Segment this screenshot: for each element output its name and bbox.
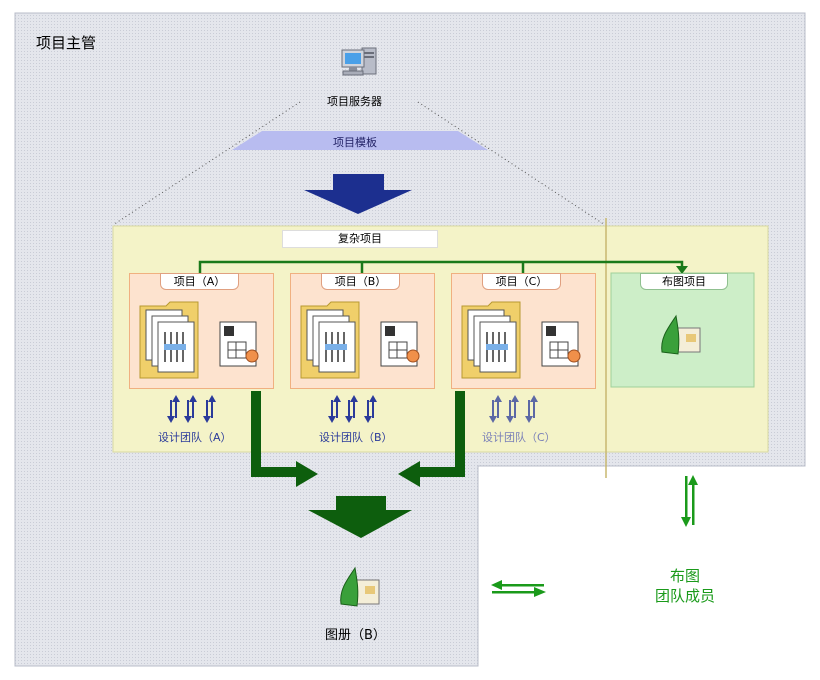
server-label: 项目服务器 (327, 95, 382, 108)
project-b-tab: 项目（B） (321, 273, 400, 290)
sheetset-label: 图册（B） (325, 628, 386, 643)
folder-icon (461, 301, 521, 379)
layout-project-tab: 布图项目 (640, 273, 728, 290)
folder-icon (139, 301, 199, 379)
sheet-icon (219, 321, 259, 367)
sheet-icon (380, 321, 420, 367)
layout-team-label: 布图 团队成员 (630, 566, 740, 606)
layout-team-line2: 团队成员 (654, 587, 715, 605)
manager-title: 项目主管 (36, 34, 97, 52)
server-icon (341, 47, 377, 76)
folder-icon (300, 301, 360, 379)
template-label: 项目模板 (333, 136, 377, 149)
sheetset-icon (340, 566, 380, 607)
sheetset-icon (661, 314, 701, 355)
layout-team-line1: 布图 (669, 567, 700, 585)
team-c-label: 设计团队（C） (482, 431, 556, 444)
project-a-tab: 项目（A） (160, 273, 239, 290)
team-b-label: 设计团队（B） (319, 431, 393, 444)
complex-project-text: 复杂项目 (338, 232, 382, 245)
team-a-label: 设计团队（A） (158, 431, 232, 444)
project-c-tab: 项目（C） (482, 273, 561, 290)
sheet-icon (541, 321, 581, 367)
complex-project-label: 复杂项目 (282, 230, 438, 248)
